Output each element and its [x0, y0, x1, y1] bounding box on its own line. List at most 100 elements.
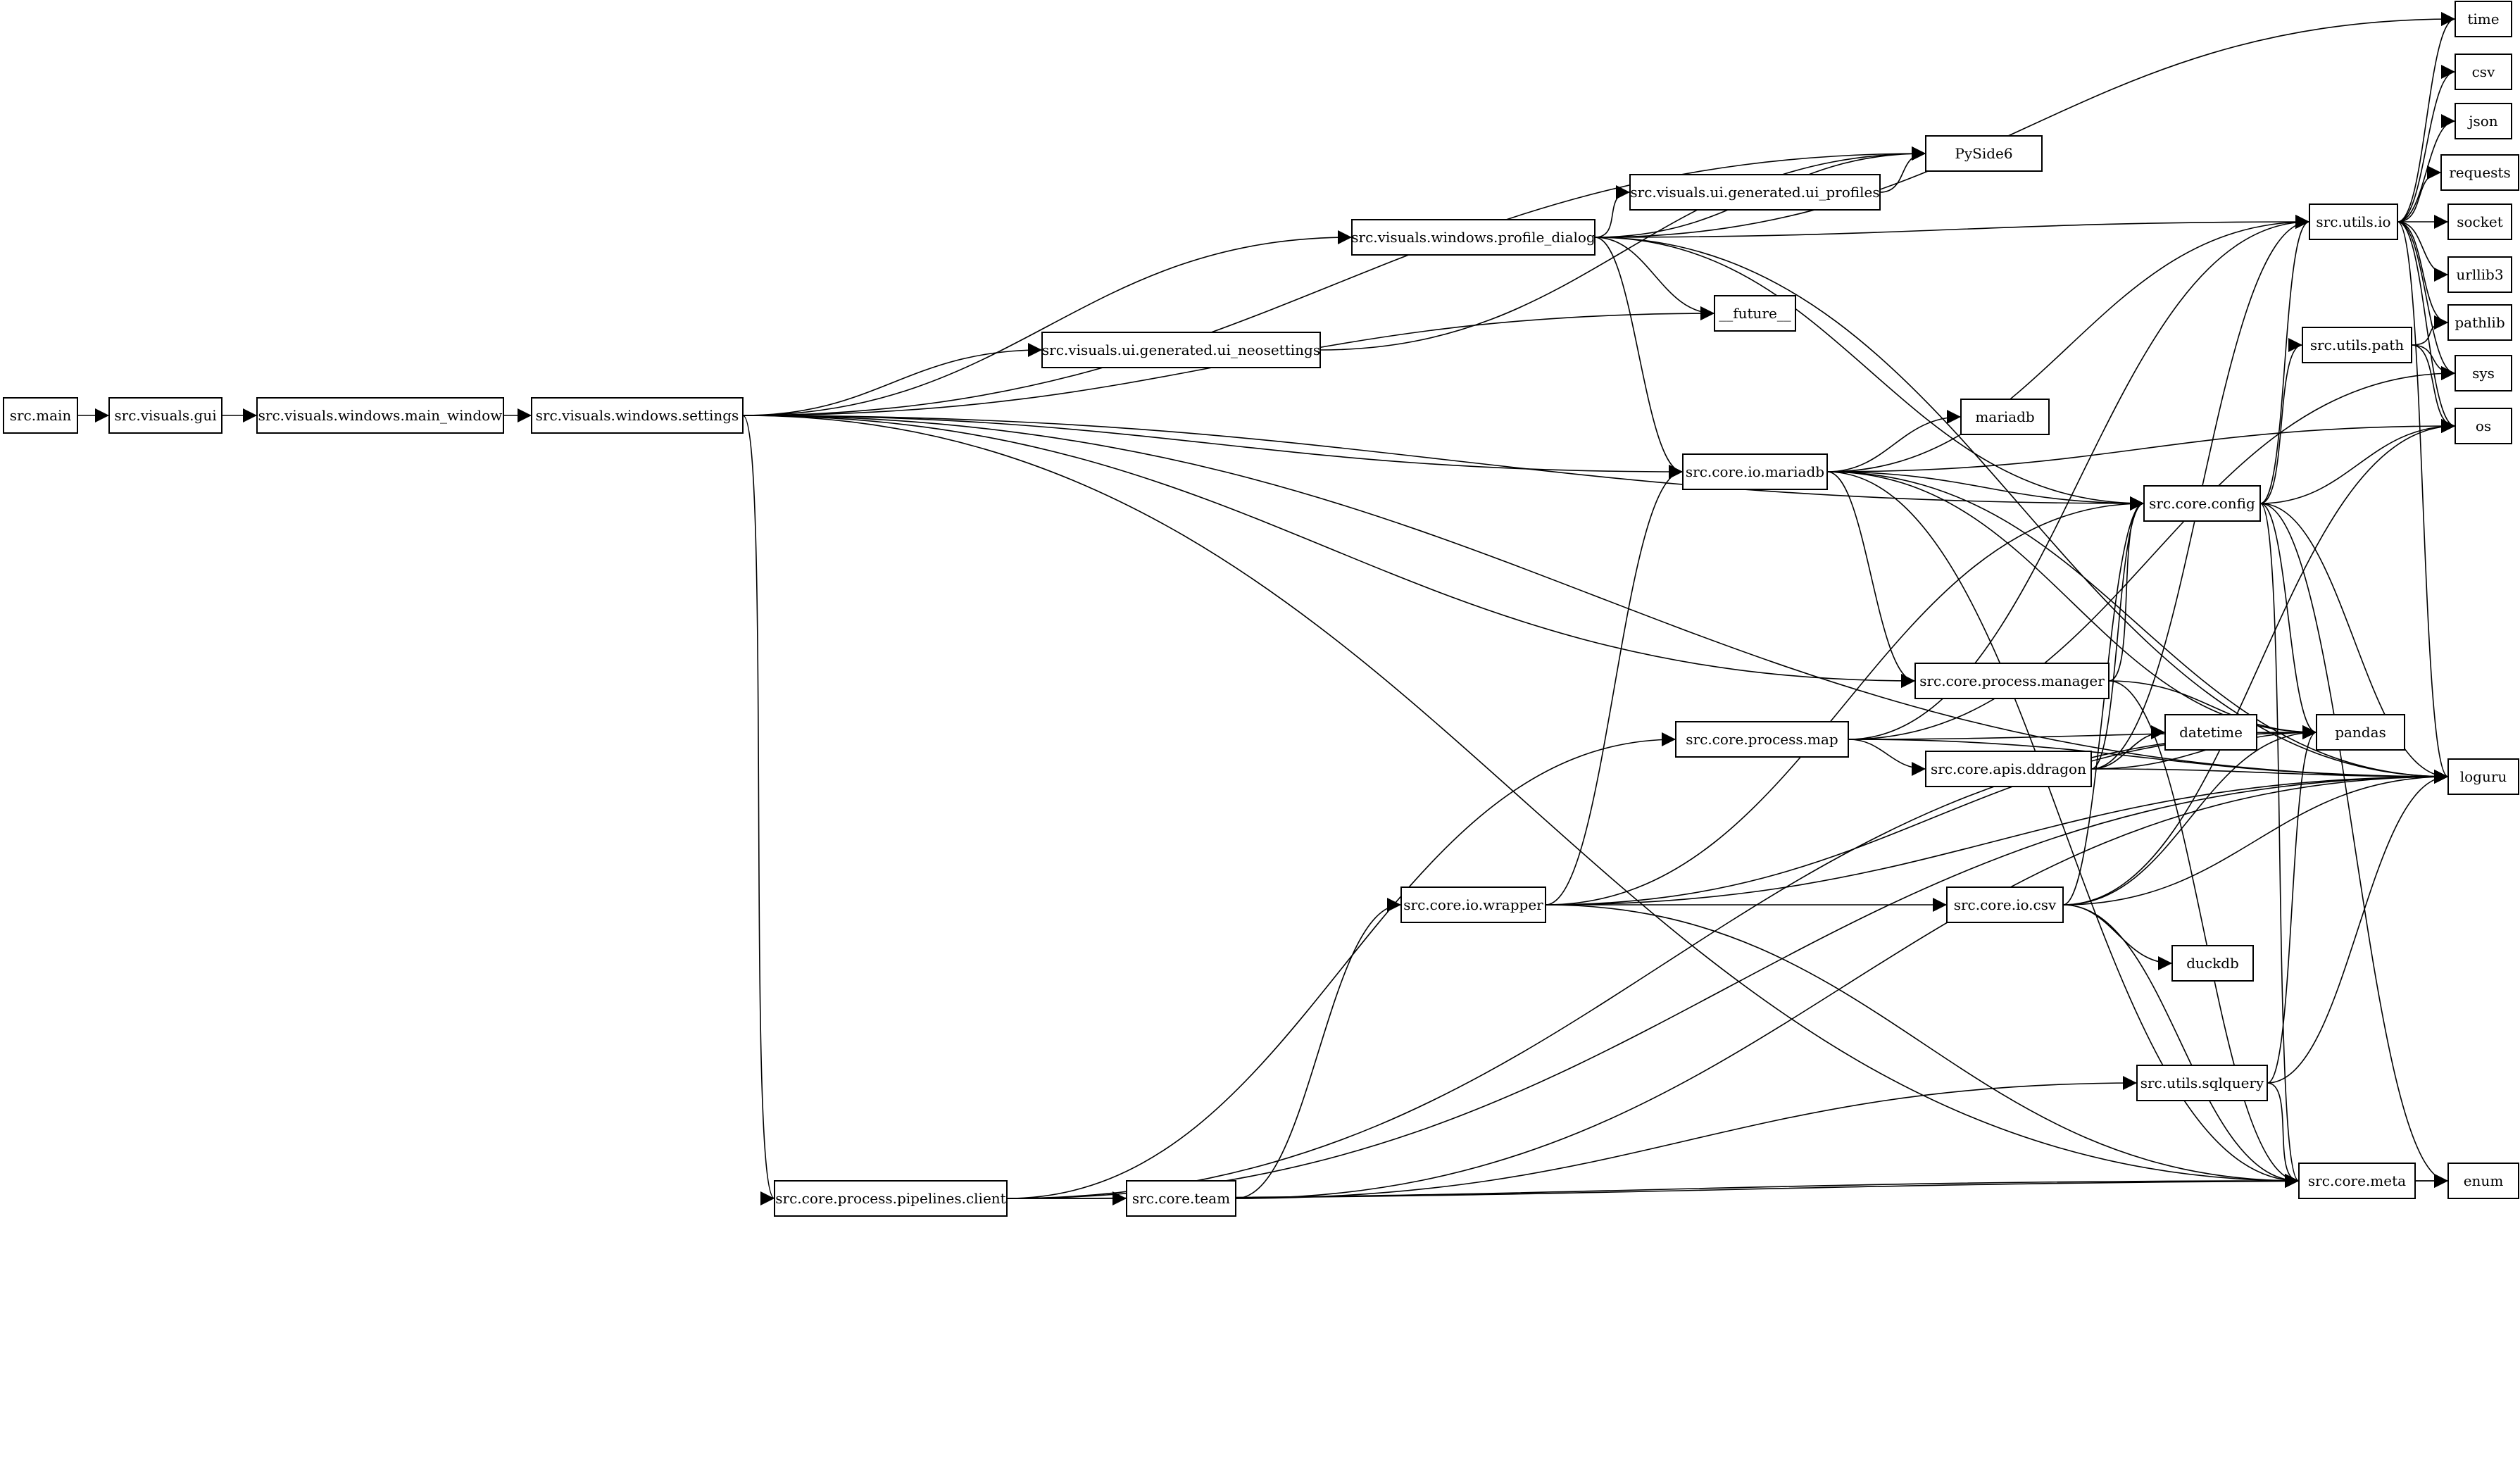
node-src-visuals-windows-main-window: src.visuals.windows.main_window [256, 397, 504, 434]
edge-src_visuals_windows_profile_dialog-to-src_core_io_mariadb [1594, 237, 1684, 479]
edge-src_utils_sqlquery-to-src_core_meta [2267, 1082, 2300, 1188]
node-src-visuals-windows-settings: src.visuals.windows.settings [531, 397, 744, 434]
edge-path [1594, 237, 1715, 320]
node-src-utils-sqlquery: src.utils.sqlquery [2136, 1065, 2268, 1101]
node-label: src.visuals.ui.generated.ui_neosettings [1042, 342, 1320, 358]
node-label: src.visuals.windows.settings [536, 407, 739, 424]
edge-path [742, 415, 2145, 510]
node-label: src.core.meta [2308, 1172, 2406, 1189]
edge-path [1006, 770, 2449, 1199]
edge-path [1545, 496, 2145, 906]
edge-src_visuals_windows_settings-to-src_core_config [742, 415, 2145, 510]
edge-path [2259, 503, 2449, 1188]
node-box [2455, 1, 2512, 37]
node-box [1914, 663, 2110, 699]
edge-src_core_apis_ddragon-to-datetime [2090, 725, 2166, 770]
edge-src_core_process_manager-to-pandas [2108, 680, 2317, 739]
edge-src_core_io_mariadb-to-src_core_process_manager [1826, 471, 1916, 688]
node-src-main: src.main [3, 397, 78, 434]
edge-path [2108, 680, 2317, 739]
node-box [108, 397, 222, 434]
edge-path [2090, 496, 2145, 770]
edge-src_visuals_windows_profile_dialog-to-future [1594, 237, 1715, 320]
edge-src_visuals_windows_settings-to-src_core_io_mariadb [742, 415, 1684, 479]
edge-src_visuals_windows_profile_dialog-to-loguru [1594, 237, 2449, 784]
edge-path [1006, 732, 1676, 1199]
edge-path [2259, 503, 2317, 739]
node-duckdb: duckdb [2171, 945, 2254, 982]
node-src-core-io-mariadb: src.core.io.mariadb [1682, 453, 1828, 490]
edge-path [742, 415, 1684, 479]
edge-src_utils_io-to-csv [2397, 65, 2456, 223]
node-label: src.visuals.gui [114, 407, 216, 424]
edge-src_visuals_windows_settings-to-src_visuals_windows_profile_dialog [742, 230, 1353, 416]
node-src-core-process-pipelines-client: src.core.process.pipelines.client [774, 1180, 1008, 1217]
node-src-visuals-windows-profile-dialog: src.visuals.windows.profile_dialog [1351, 219, 1596, 256]
node-os: os [2455, 408, 2512, 444]
edge-path [2397, 221, 2449, 282]
node-box [2447, 256, 2512, 293]
node-label: duckdb [2186, 955, 2239, 972]
edge-path [2062, 904, 2173, 970]
node-box [2455, 54, 2512, 90]
edge-src_core_config-to-src_utils_path [2259, 338, 2303, 504]
node-box [531, 397, 744, 434]
node-future: __future__ [1714, 295, 1796, 332]
node-label: __future__ [1719, 305, 1791, 322]
edge-src_core_team-to-src_core_io_wrapper [1235, 898, 1402, 1199]
edge-src_core_io_wrapper-to-src_core_io_mariadb [1545, 465, 1684, 906]
edge-src_core_team-to-loguru [1235, 770, 2449, 1199]
node-label: src.core.io.wrapper [1403, 896, 1543, 913]
node-label: src.core.process.map [1686, 731, 1838, 748]
node-pyside6: PySide6 [1925, 135, 2043, 172]
edge-path [2062, 770, 2449, 906]
edge-src_utils_path-to-pathlib [2411, 315, 2449, 346]
node-label: src.core.io.mariadb [1686, 463, 1824, 480]
node-src-core-team: src.core.team [1126, 1180, 1236, 1217]
edge-src_core_io_wrapper-to-src_core_config [1545, 496, 2145, 906]
node-src-utils-io: src.utils.io [2309, 203, 2398, 240]
node-box [2143, 485, 2261, 522]
edge-src_utils_io-to-json [2397, 114, 2456, 223]
node-src-core-meta: src.core.meta [2298, 1163, 2416, 1199]
node-box [1041, 332, 1321, 368]
node-label: datetime [2179, 724, 2243, 741]
node-box [1925, 751, 2092, 787]
edge-path [2062, 419, 2456, 906]
node-box [1946, 887, 2064, 923]
edge-path [2397, 114, 2456, 223]
edge-path [1826, 215, 2310, 472]
edge-src_core_process_map-to-sys [1848, 366, 2456, 740]
edge-path [1319, 146, 1926, 351]
edge-src_visuals_ui_generated_ui_profiles-to-pyside6 [1879, 146, 1926, 193]
node-box [1400, 887, 1546, 923]
edge-path [2108, 680, 2300, 1188]
node-label: src.utils.path [2310, 337, 2404, 353]
edge-path [2259, 503, 2449, 784]
node-label: src.core.process.manager [1919, 672, 2105, 689]
node-label: src.visuals.windows.main_window [258, 407, 503, 424]
edge-path [1826, 471, 1916, 688]
edge-src_core_config-to-src_core_meta [2259, 503, 2300, 1188]
node-box [1629, 174, 1881, 211]
edge-path [1235, 770, 2449, 1199]
edge-path [1006, 725, 2317, 1199]
edge-path [1545, 770, 2449, 906]
edge-src_visuals_windows_settings-to-src_core_process_manager [742, 415, 1916, 688]
edge-src_utils_sqlquery-to-loguru [2267, 770, 2449, 1084]
edge-path [742, 415, 1916, 688]
node-box [2136, 1065, 2268, 1101]
edge-src_core_config-to-loguru [2259, 503, 2449, 784]
edge-src_visuals_windows_settings-to-src_visuals_ui_generated_ui_neosettings [742, 343, 1043, 416]
edge-src_core_io_mariadb-to-src_utils_io [1826, 215, 2310, 472]
node-label: src.visuals.ui.generated.ui_profiles [1630, 184, 1879, 201]
node-label: src.visuals.windows.profile_dialog [1351, 229, 1596, 246]
node-label: src.main [10, 407, 72, 424]
edge-path [1594, 237, 1684, 479]
edge-src_core_apis_ddragon-to-src_core_config [2090, 496, 2145, 770]
node-src-utils-path: src.utils.path [2302, 327, 2412, 363]
node-urllib3: urllib3 [2447, 256, 2512, 293]
node-src-visuals-ui-generated-ui-neosettings: src.visuals.ui.generated.ui_neosettings [1041, 332, 1321, 368]
node-sys: sys [2455, 355, 2512, 391]
edge-path [1848, 215, 2310, 740]
